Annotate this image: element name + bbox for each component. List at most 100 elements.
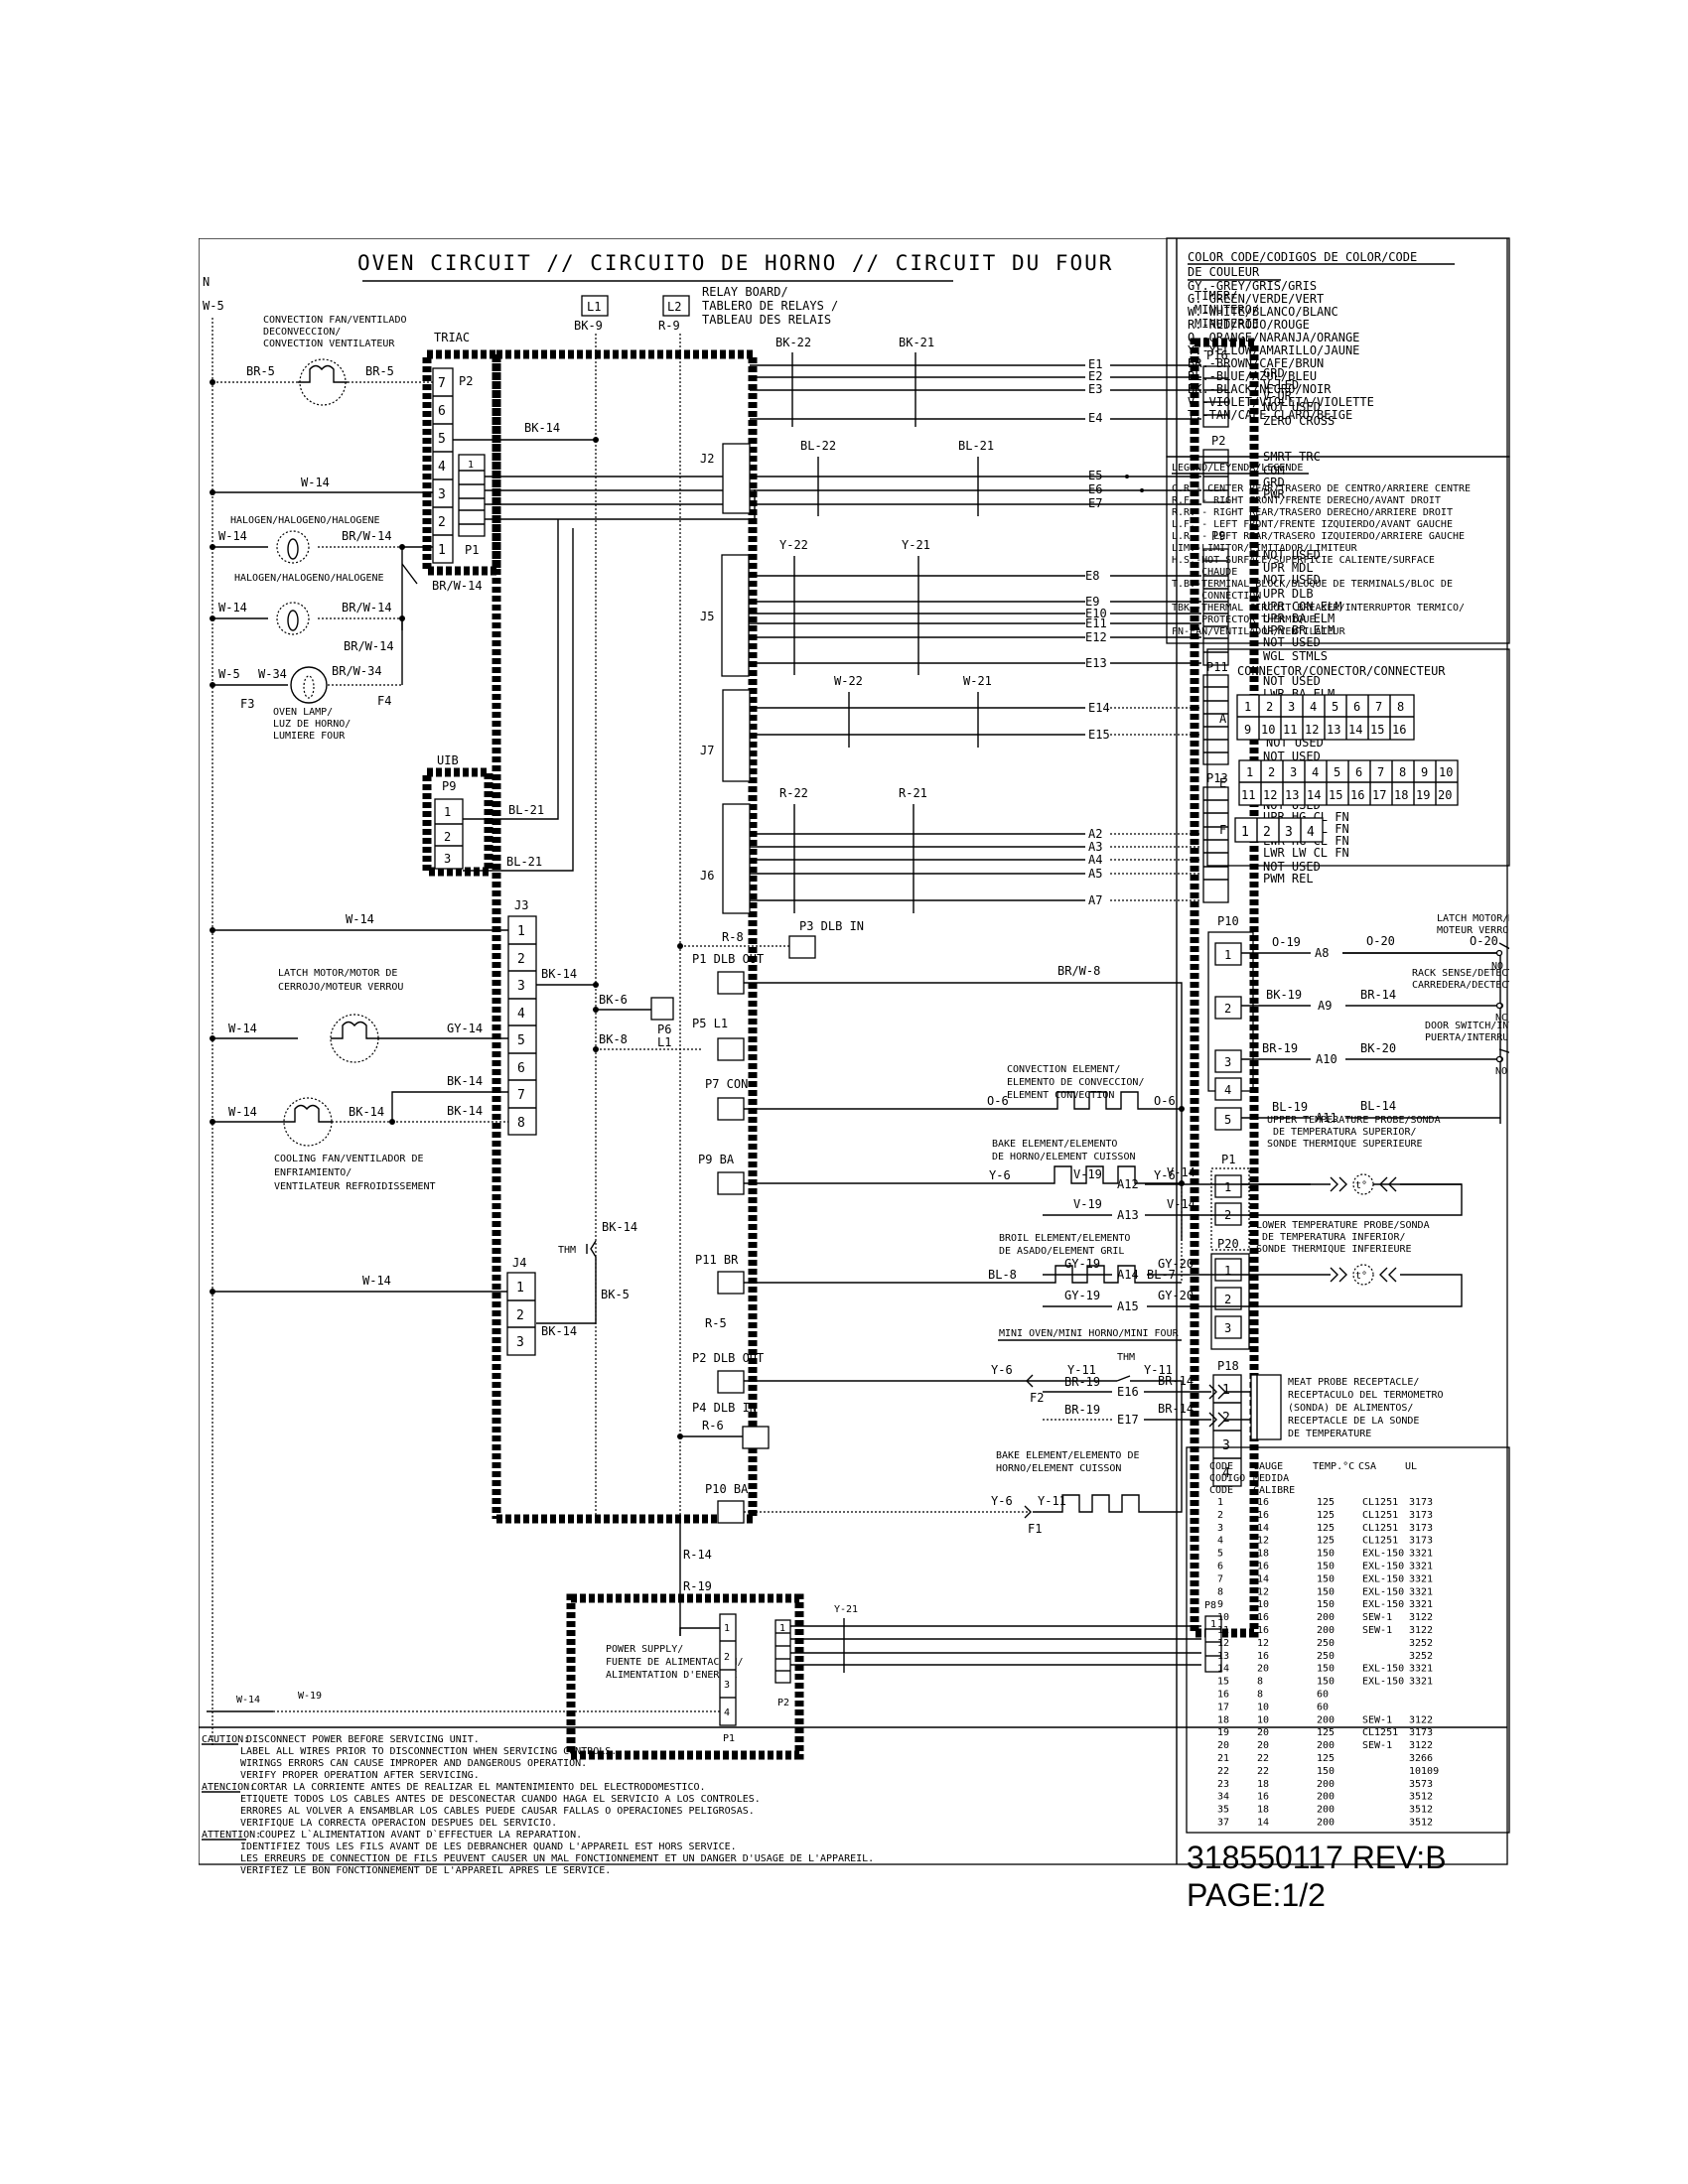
- gauge-table-cell: 16: [1217, 1690, 1229, 1701]
- svg-text:E5: E5: [1088, 469, 1102, 482]
- svg-text:VERIFY PROPER OPERATION AFTER: VERIFY PROPER OPERATION AFTER SERVICING.: [240, 1770, 480, 1781]
- neutral-label: N: [203, 275, 210, 289]
- gauge-table-cell: SEW-1: [1362, 1612, 1392, 1623]
- svg-text:UPR DLB: UPR DLB: [1263, 587, 1314, 601]
- svg-text:ZERO CROSS: ZERO CROSS: [1263, 414, 1335, 428]
- svg-text:GY-20: GY-20: [1158, 1257, 1194, 1271]
- svg-text:R-22: R-22: [779, 786, 808, 800]
- gauge-table-cell: 15: [1217, 1677, 1229, 1688]
- halogen-lamp-2-icon: [276, 602, 310, 635]
- gauge-table-cell: 3321: [1409, 1573, 1433, 1584]
- power-supply-p2-connector: 1 P2: [774, 1619, 791, 1708]
- gauge-table-cell: 20: [1257, 1740, 1269, 1751]
- svg-text:Y-11: Y-11: [1038, 1494, 1066, 1508]
- svg-text:P13: P13: [1206, 771, 1228, 785]
- svg-text:14: 14: [1348, 723, 1362, 737]
- l1-label: L1: [587, 300, 601, 314]
- svg-text:R-5: R-5: [705, 1316, 727, 1330]
- svg-text:P3 DLB IN: P3 DLB IN: [799, 919, 864, 933]
- gauge-table-cell: 200: [1317, 1714, 1335, 1725]
- svg-text:E15: E15: [1088, 728, 1110, 742]
- f4-label: F4: [377, 694, 391, 708]
- gauge-table-cell: 1: [1217, 1497, 1223, 1508]
- svg-text:1: 1: [516, 1281, 524, 1296]
- svg-text:UPR MDL: UPR MDL: [1263, 561, 1314, 575]
- color-code-item: BK.-BLACK/NEGRO/NOIR: [1188, 382, 1332, 396]
- svg-text:BR/W-14: BR/W-14: [342, 601, 392, 614]
- svg-text:W-14: W-14: [228, 1105, 257, 1119]
- svg-text:LES ERREURS DE CONNECTION DE F: LES ERREURS DE CONNECTION DE FILS PEUVEN…: [240, 1853, 874, 1864]
- svg-text:4: 4: [517, 1007, 525, 1022]
- triac-p2-connector: 7 6 5 4 3 2 1 P2: [432, 367, 473, 564]
- svg-text:8: 8: [1399, 765, 1406, 779]
- svg-text:FN-FAN/VENTILADOR/VENTILATEUR: FN-FAN/VENTILADOR/VENTILATEUR: [1172, 626, 1346, 637]
- svg-text:R.F. - RIGHT FRONT/FRENTE DERE: R.F. - RIGHT FRONT/FRENTE DERECHO/AVANT …: [1172, 495, 1441, 506]
- gauge-table-cell: 13: [1217, 1651, 1229, 1662]
- svg-text:9: 9: [1421, 765, 1428, 779]
- door-switch-label: DOOR SWITCH/INTERRUPTOR DE: [1425, 1021, 1509, 1031]
- svg-text:A12: A12: [1117, 1177, 1139, 1191]
- legend-box: [1166, 456, 1510, 644]
- svg-text:BL-21: BL-21: [958, 439, 994, 453]
- triac-p1-connector: 1 P1: [458, 454, 486, 557]
- power-supply-label: POWER SUPPLY/: [606, 1644, 683, 1655]
- svg-text:3: 3: [724, 1680, 730, 1691]
- svg-text:V-UR: V-UR: [1263, 389, 1293, 403]
- halogen-lamp-1-icon: [276, 530, 310, 564]
- svg-text:DE TEMPERATURE: DE TEMPERATURE: [1288, 1429, 1371, 1439]
- gauge-table-cell: 12: [1257, 1586, 1269, 1597]
- gauge-table-cell: 6: [1217, 1562, 1223, 1572]
- svg-text:1: 1: [1224, 1264, 1231, 1278]
- svg-text:O-20: O-20: [1366, 934, 1395, 948]
- gauge-table-cell: 3173: [1409, 1523, 1433, 1534]
- svg-text:ELEMENT CONVECTION: ELEMENT CONVECTION: [1007, 1090, 1114, 1101]
- svg-text:DE HORNO/ELEMENT CUISSON: DE HORNO/ELEMENT CUISSON: [992, 1152, 1136, 1162]
- svg-text:2: 2: [517, 952, 525, 967]
- gauge-table-cell: 250: [1317, 1651, 1335, 1662]
- gauge-table-cell: 3321: [1409, 1599, 1433, 1610]
- gauge-table-cell: 3173: [1409, 1536, 1433, 1547]
- svg-text:15: 15: [1329, 788, 1342, 802]
- svg-text:A8: A8: [1315, 946, 1329, 960]
- color-code-header: COLOR CODE/CODIGOS DE COLOR/CODE: [1188, 250, 1417, 264]
- svg-text:1: 1: [724, 1623, 730, 1634]
- svg-text:BK-14: BK-14: [541, 967, 577, 981]
- gauge-table-cell: 200: [1317, 1792, 1335, 1803]
- svg-text:UPR BA ELM: UPR BA ELM: [1263, 612, 1335, 625]
- relay-board-label-fr: TABLEAU DES RELAIS: [702, 313, 831, 327]
- svg-text:NOT USED: NOT USED: [1263, 573, 1321, 587]
- p2-dlb-out-terminal: [717, 1370, 745, 1394]
- part-number: 318550117 REV:B: [1187, 1840, 1447, 1875]
- svg-text:Y-11: Y-11: [1144, 1363, 1173, 1377]
- svg-text:A10: A10: [1316, 1052, 1337, 1066]
- svg-text:O-6: O-6: [987, 1094, 1009, 1108]
- svg-text:V-14: V-14: [1167, 1197, 1196, 1211]
- gauge-table-cell: 3321: [1409, 1549, 1433, 1560]
- gauge-table-cell: 3: [1217, 1523, 1223, 1534]
- gauge-table-cell: 21: [1217, 1753, 1229, 1764]
- svg-text:FUENTE DE ALIMENTACION/: FUENTE DE ALIMENTACION/: [606, 1657, 743, 1668]
- svg-text:T.B.-TERMINAL BLOCK/BLOQUE DE: T.B.-TERMINAL BLOCK/BLOQUE DE TERMINALS/…: [1172, 579, 1453, 590]
- gauge-table-header: CODE: [1209, 1461, 1233, 1472]
- svg-text:E14: E14: [1088, 701, 1110, 715]
- j3-label: J3: [514, 898, 528, 912]
- svg-text:ELEMENTO DE CONVECCION/: ELEMENTO DE CONVECCION/: [1007, 1077, 1144, 1088]
- timer-p9: P9 NOT USED UPR MDL NOT USED UPR DLB UPR…: [1202, 529, 1341, 666]
- svg-text:GY-20: GY-20: [1158, 1289, 1194, 1302]
- color-code-item: BL.-BLUE/AZUL/BLEU: [1188, 369, 1317, 383]
- door-switch-icon: [1495, 1048, 1509, 1063]
- gauge-table-cell: EXL-150: [1362, 1599, 1404, 1610]
- svg-text:7: 7: [438, 376, 446, 391]
- svg-text:2: 2: [444, 830, 451, 844]
- svg-text:7: 7: [1377, 765, 1384, 779]
- halogen-2-label: HALOGEN/HALOGENO/HALOGENE: [234, 573, 384, 584]
- svg-text:5: 5: [438, 432, 446, 447]
- svg-text:WIRINGS ERRORS CAN CAUSE IMPRO: WIRINGS ERRORS CAN CAUSE IMPROPER AND DA…: [240, 1758, 587, 1769]
- svg-text:10: 10: [1439, 765, 1453, 779]
- j4-connector: 1 2 3: [506, 1272, 536, 1356]
- meat-probe-receptacle-icon: [1250, 1374, 1282, 1440]
- oven-lamp-label: OVEN LAMP/: [273, 707, 333, 718]
- gauge-table-cell: 20: [1257, 1727, 1269, 1738]
- svg-text:E6: E6: [1088, 482, 1102, 496]
